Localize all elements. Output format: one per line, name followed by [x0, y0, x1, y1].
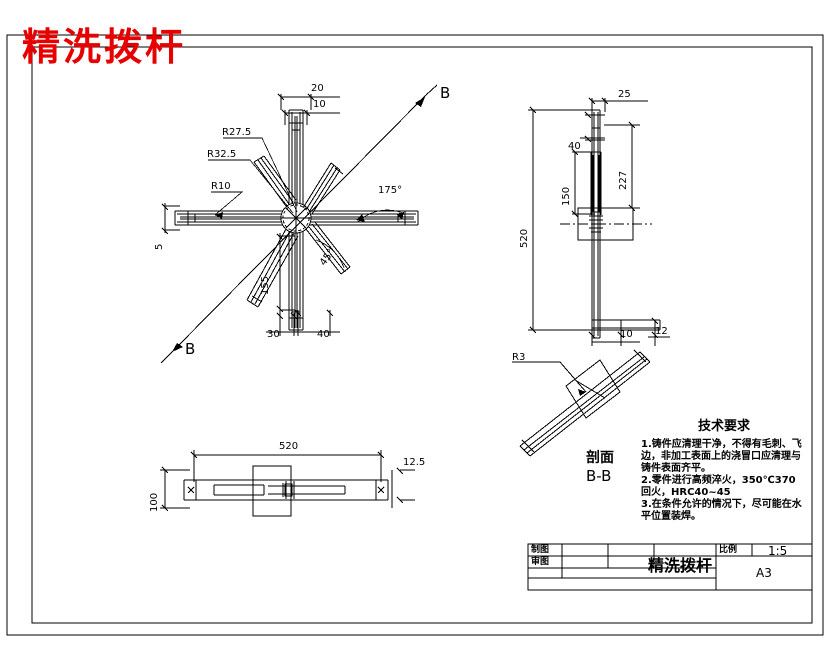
tech-requirements-line-4: 2.零件进行高频淬火，350℃370	[641, 475, 796, 486]
section-caption-title: 剖面	[586, 450, 614, 466]
tech-requirements-line-3: 铸件表面齐平。	[641, 463, 711, 474]
title-block-label-scale: 比例	[719, 545, 738, 555]
title-block-format: A3	[756, 566, 772, 580]
section-arrowheads	[172, 97, 425, 352]
dimension-label-227: 227	[618, 170, 629, 190]
dimension-label-520-bottom: 520	[279, 441, 299, 452]
section-mark-b-bottom: B	[185, 340, 196, 358]
bottom-view-dimensions	[160, 450, 415, 512]
title-block-part-name: 精洗拨杆	[648, 556, 713, 575]
section-mark-b-top: B	[440, 84, 451, 102]
dimension-label-155: 155	[260, 275, 271, 295]
tech-requirements-line-2: 边，非加工表面上的浇冒口应清理与	[641, 451, 801, 462]
tech-requirements-line-5: 回火，HRC40~45	[641, 487, 731, 498]
dimension-label-r3: R3	[512, 352, 526, 363]
section-bb-geometry	[512, 349, 651, 457]
dimension-label-175deg: 175°	[378, 185, 403, 196]
dimension-label-10: 10	[313, 99, 326, 110]
right-view-dimensions	[528, 97, 670, 346]
tech-requirements-line-1: 1.铸件应清理干净，不得有毛刺、飞	[641, 439, 802, 450]
section-line-bb	[160, 84, 438, 364]
dimension-label-520-right: 520	[519, 228, 530, 248]
top-view-geometry	[174, 109, 419, 331]
bottom-view-geometry	[183, 465, 389, 517]
red-stamp-title: 精洗拨杆	[22, 24, 187, 69]
title-block-scale-value: 1:5	[768, 544, 788, 558]
dimension-label-150: 150	[561, 186, 572, 206]
dimension-label-r10: R10	[211, 181, 231, 192]
dimension-label-20: 20	[311, 83, 324, 94]
dimension-label-40-right: 40	[568, 141, 581, 152]
dimension-label-100: 100	[149, 492, 160, 512]
tech-requirements-heading: 技术要求	[698, 419, 751, 434]
dimension-label-r32-5: R32.5	[207, 149, 237, 160]
dimension-label-25: 25	[618, 89, 631, 100]
dimension-label-5: 5	[154, 243, 165, 250]
sheet-outer-frame	[6, 34, 824, 636]
tech-requirements-line-6: 3.在条件允许的情况下，尽可能在水	[641, 499, 802, 510]
dimension-label-12: 12	[655, 326, 668, 337]
sheet-inner-frame	[31, 46, 813, 624]
dimension-label-40: 40	[317, 329, 330, 340]
dimension-label-10-right: 10	[620, 329, 633, 340]
dimension-label-30: 30	[267, 329, 280, 340]
dimension-label-r27-5: R27.5	[222, 127, 252, 138]
top-view-dimensions	[161, 93, 406, 336]
title-block-label-drawn-by: 制图	[531, 545, 550, 555]
tech-requirements-line-7: 平位置装焊。	[641, 511, 701, 522]
dimension-label-12-5: 12.5	[403, 457, 426, 468]
title-block-label-checked-by: 审图	[531, 557, 550, 567]
section-caption-bb: B-B	[586, 467, 612, 485]
title-block-frame	[527, 543, 813, 591]
